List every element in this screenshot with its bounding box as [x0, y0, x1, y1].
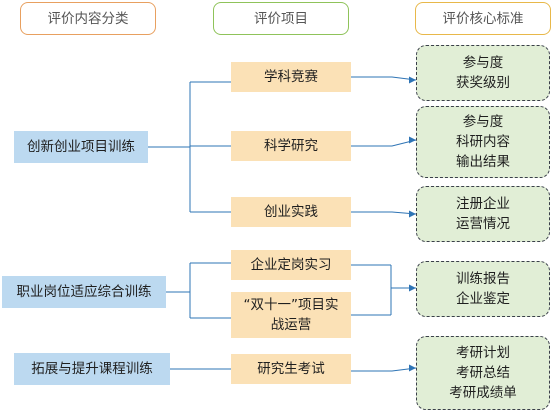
category-vocational-training: 职业岗位适应综合训练: [2, 276, 166, 308]
item-internship: 企业定岗实习: [231, 250, 351, 280]
standard-competition: 参与度 获奖级别: [416, 45, 550, 101]
arrowhead-research: [409, 136, 416, 144]
standard-line: 运营情况: [456, 216, 510, 232]
item-graduate-exam: 研究生考试: [231, 354, 351, 384]
standard-line: 参与度: [462, 114, 504, 130]
category-innovation-training: 创新创业项目训练: [14, 131, 148, 163]
connector-research: [351, 139, 417, 147]
item-competition: 学科竞赛: [231, 62, 351, 92]
standard-research: 参与度 科研内容 输出结果: [416, 106, 550, 178]
standard-line: 科研内容: [456, 134, 510, 150]
connector-graduate: [351, 367, 417, 372]
arrowhead-vocational: [409, 284, 416, 292]
standard-line: 考研总结: [456, 365, 510, 381]
standard-line: 企业鉴定: [456, 291, 510, 307]
standard-line: 考研成绩单: [449, 385, 517, 401]
standard-line: 考研计划: [456, 345, 510, 361]
connector-vocational: [351, 264, 416, 316]
standard-graduate: 考研计划 考研总结 考研成绩单: [416, 336, 550, 410]
item-double-eleven-line2: 战运营: [270, 317, 312, 333]
connector-competition: [351, 76, 417, 81]
standard-vocational: 训练报告 企业鉴定: [416, 261, 550, 317]
standard-line: 训练报告: [456, 271, 510, 287]
standard-line: 输出结果: [456, 154, 510, 170]
standard-line: 参与度: [462, 55, 504, 71]
arrowhead-competition: [409, 76, 416, 84]
connector-startup: [351, 211, 417, 215]
header-category: 评价内容分类: [20, 2, 156, 35]
item-double-eleven-line1: “双十一”项目实: [243, 297, 339, 313]
standard-startup: 注册企业 运营情况: [416, 186, 550, 242]
arrowhead-startup: [409, 210, 416, 218]
item-startup: 创业实践: [231, 197, 351, 227]
category-extension-training: 拓展与提升课程训练: [14, 353, 170, 385]
item-double-eleven: “双十一”项目实 战运营: [231, 292, 351, 338]
header-standard: 评价核心标准: [415, 2, 551, 35]
header-item: 评价项目: [213, 2, 349, 35]
arrowhead-graduate: [409, 364, 416, 372]
standard-line: 注册企业: [456, 196, 510, 212]
connector-cat1-bus: [148, 81, 231, 213]
standard-line: 获奖级别: [456, 75, 510, 91]
item-research: 科学研究: [231, 131, 351, 161]
connector-cat2-bus: [166, 262, 231, 319]
